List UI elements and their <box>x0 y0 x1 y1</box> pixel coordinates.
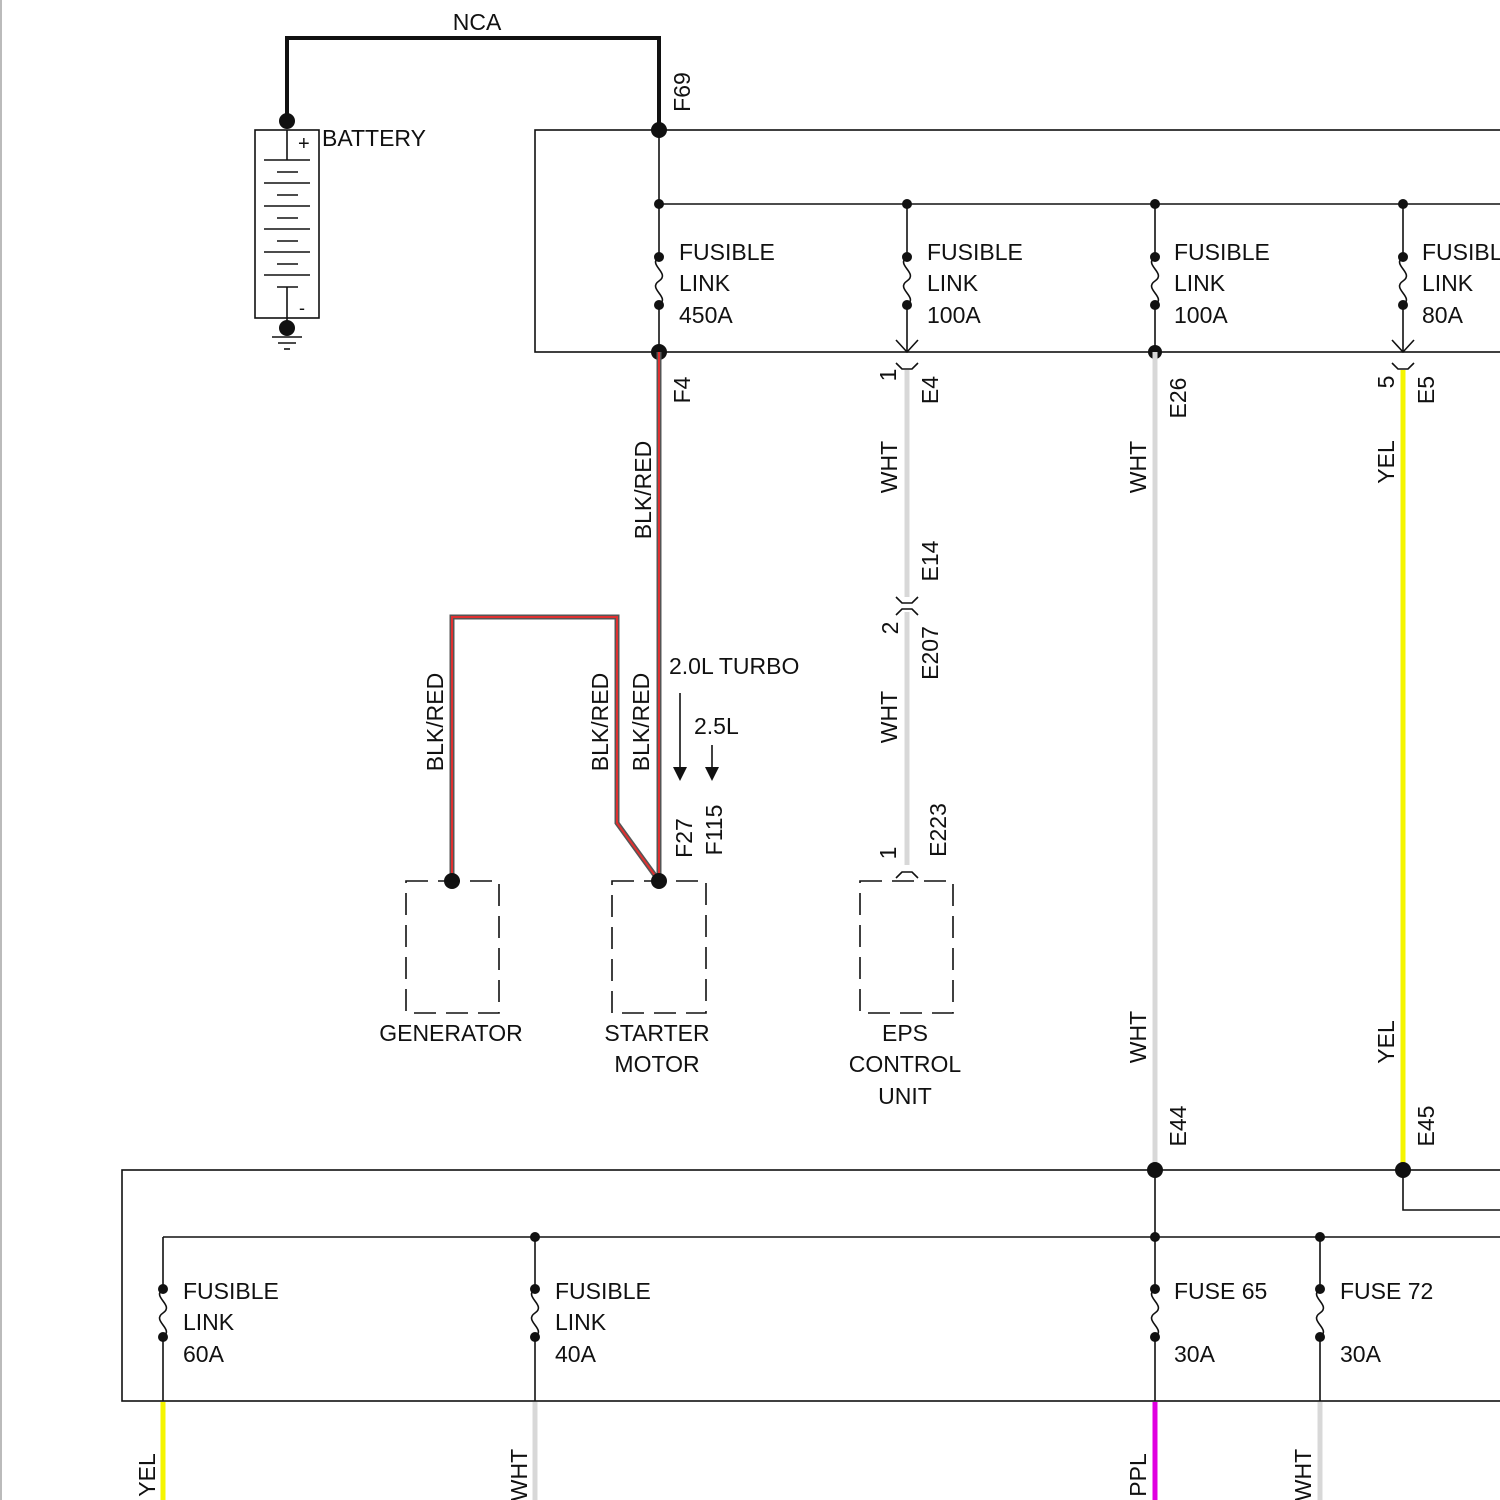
svg-text:PPL: PPL <box>1125 1453 1151 1497</box>
svg-text:E45: E45 <box>1413 1106 1439 1147</box>
bottom-fuse-box <box>121 1169 1500 1402</box>
generator-component <box>405 880 500 1014</box>
svg-text:F27: F27 <box>671 818 697 858</box>
svg-text:FUSIBLE: FUSIBLE <box>555 1278 651 1304</box>
svg-text:LINK: LINK <box>1174 270 1226 296</box>
svg-text:E5: E5 <box>1413 376 1439 404</box>
svg-text:WHT: WHT <box>876 691 902 743</box>
svg-text:LINK: LINK <box>927 270 979 296</box>
svg-text:30A: 30A <box>1174 1341 1216 1367</box>
svg-text:LINK: LINK <box>183 1309 235 1335</box>
starter-label-2: MOTOR <box>614 1051 699 1077</box>
eps-label-3: UNIT <box>878 1083 932 1109</box>
svg-text:FUSE 72: FUSE 72 <box>1340 1278 1433 1304</box>
top-fuse-450a <box>651 130 667 360</box>
svg-text:FUSIBLE: FUSIBLE <box>1174 239 1270 265</box>
svg-text:E26: E26 <box>1165 378 1191 419</box>
svg-text:BLK/RED: BLK/RED <box>422 673 448 771</box>
top-fuse-box <box>534 129 1500 353</box>
bottom-wire-labels: YEL WHT PPL WHT <box>134 1449 1316 1500</box>
svg-text:E4: E4 <box>917 376 943 404</box>
svg-text:80A: 80A <box>1422 302 1464 328</box>
eps-label-2: CONTROL <box>849 1051 962 1077</box>
svg-text:BLK/RED: BLK/RED <box>587 673 613 771</box>
blk-red-wire-generator <box>449 614 662 883</box>
svg-text:E44: E44 <box>1165 1105 1191 1146</box>
svg-text:2: 2 <box>877 622 903 635</box>
eps-label-1: EPS <box>882 1020 928 1046</box>
svg-text:1: 1 <box>875 847 901 860</box>
starter-motor-component <box>611 880 707 1014</box>
svg-text:100A: 100A <box>1174 302 1228 328</box>
svg-text:LINK: LINK <box>679 270 731 296</box>
svg-text:E14: E14 <box>917 540 943 581</box>
svg-text:FUSE 65: FUSE 65 <box>1174 1278 1267 1304</box>
svg-text:WHT: WHT <box>1125 441 1151 493</box>
nca-label: NCA <box>453 9 502 35</box>
svg-text:FUSIBLE: FUSIBLE <box>1422 239 1500 265</box>
svg-text:FUSIBLE: FUSIBLE <box>679 239 775 265</box>
svg-text:40A: 40A <box>555 1341 597 1367</box>
svg-text:BLK/RED: BLK/RED <box>630 441 656 539</box>
bottom-fuse-60a <box>158 1237 168 1401</box>
generator-label: GENERATOR <box>379 1020 523 1046</box>
top-fuse-labels: FUSIBLE LINK 450A FUSIBLE LINK 100A FUSIBLE L… <box>679 239 1500 328</box>
bottom-fuses <box>158 1232 1325 1401</box>
battery-symbol <box>254 113 320 350</box>
variant-arrows <box>673 693 719 781</box>
svg-text:YEL: YEL <box>1373 440 1399 484</box>
svg-text:YEL: YEL <box>1373 1020 1399 1064</box>
bottom-fuse-72 <box>1315 1232 1325 1401</box>
svg-text:LINK: LINK <box>1422 270 1474 296</box>
svg-text:FUSIBLE: FUSIBLE <box>927 239 1023 265</box>
svg-text:5: 5 <box>1373 376 1399 389</box>
battery-minus: - <box>299 298 305 318</box>
connector-symbols <box>895 362 1415 879</box>
nca-wire <box>285 36 661 130</box>
eps-control-unit-component <box>859 880 954 1014</box>
svg-text:F4: F4 <box>669 376 695 403</box>
svg-text:WHT: WHT <box>1125 1011 1151 1063</box>
top-fuse-100a-1 <box>895 199 919 354</box>
svg-text:E207: E207 <box>917 626 943 680</box>
variant-turbo-label: 2.0L TURBO <box>669 653 799 679</box>
svg-text:1: 1 <box>875 369 901 382</box>
svg-text:30A: 30A <box>1340 1341 1382 1367</box>
top-fuse-80a <box>1391 199 1415 354</box>
bottom-fuse-labels: FUSIBLE LINK 60A FUSIBLE LINK 40A FUSE 65 30A… <box>183 1278 1433 1367</box>
svg-text:WHT: WHT <box>1290 1449 1316 1500</box>
svg-text:WHT: WHT <box>506 1449 532 1500</box>
wire-color-labels: BLK/RED WHT WHT YEL WHT BLK/RED BLK/RED … <box>422 440 1399 1064</box>
svg-text:100A: 100A <box>927 302 981 328</box>
top-fuse-100a-2 <box>1148 199 1162 359</box>
svg-text:LINK: LINK <box>555 1309 607 1335</box>
svg-text:FUSIBLE: FUSIBLE <box>183 1278 279 1304</box>
svg-text:F115: F115 <box>701 805 727 856</box>
svg-text:E223: E223 <box>925 803 951 857</box>
variant-25l-label: 2.5L <box>694 713 739 739</box>
bottom-fuse-40a <box>530 1232 540 1401</box>
connector-labels: F4 1 E4 E26 5 E5 E14 2 E207 E223 1 F27 F… <box>669 369 1439 1147</box>
starter-label-1: STARTER <box>604 1020 709 1046</box>
svg-text:WHT: WHT <box>876 441 902 493</box>
svg-text:BLK/RED: BLK/RED <box>628 673 654 771</box>
svg-text:YEL: YEL <box>134 1453 160 1497</box>
svg-text:60A: 60A <box>183 1341 225 1367</box>
battery-plus: + <box>298 133 310 155</box>
battery-label: BATTERY <box>322 125 426 151</box>
svg-text:450A: 450A <box>679 302 733 328</box>
bottom-fuse-65 <box>1150 1232 1160 1401</box>
f69-label: F69 <box>669 72 695 112</box>
